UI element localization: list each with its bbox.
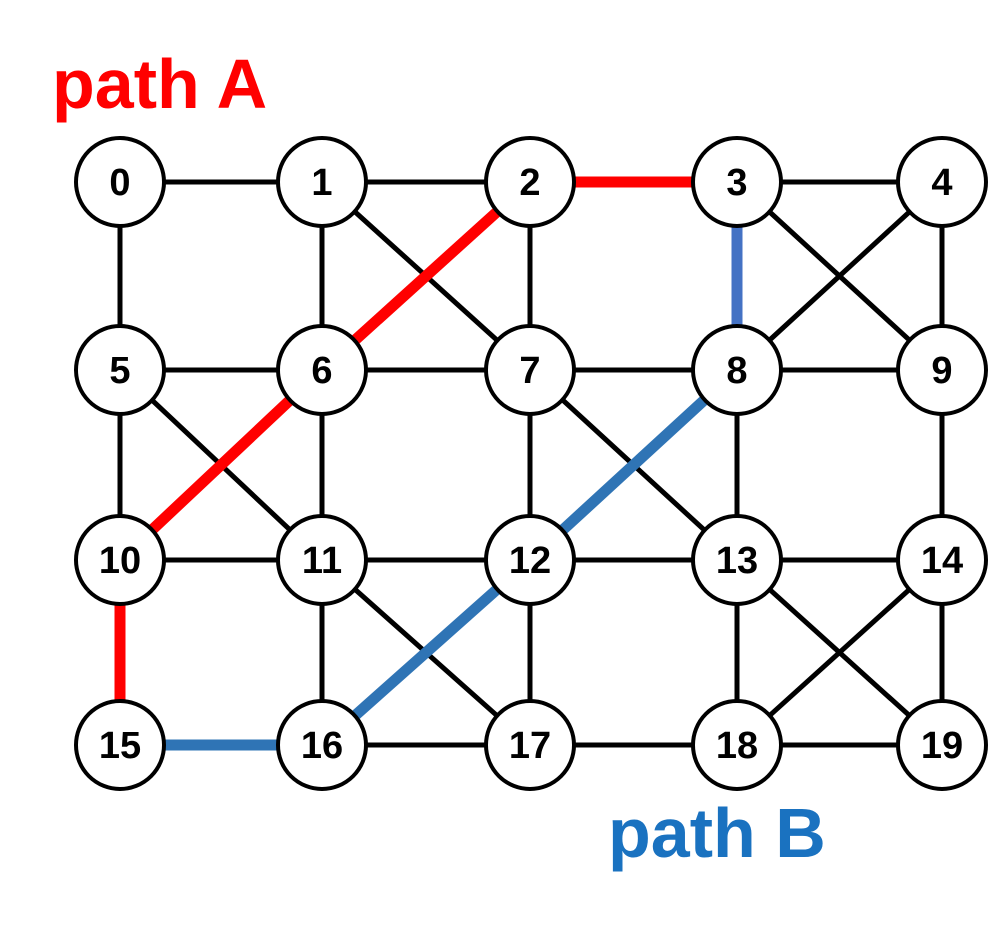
node-label: 17: [509, 725, 551, 767]
node-circle: [896, 514, 988, 606]
node-circle: [276, 136, 368, 228]
node-4: 4: [896, 136, 988, 228]
node-circle: [484, 699, 576, 791]
node-label: 19: [921, 725, 963, 767]
path-a-edge-6-10: [116, 365, 326, 565]
node-label: 3: [726, 162, 747, 204]
node-circle: [691, 514, 783, 606]
node-circle: [691, 136, 783, 228]
node-label: 13: [716, 540, 758, 582]
node-13: 13: [691, 514, 783, 606]
node-circle: [74, 324, 166, 416]
node-14: 14: [896, 514, 988, 606]
graph-edges: [117, 179, 945, 748]
node-0: 0: [74, 136, 166, 228]
node-5: 5: [74, 324, 166, 416]
path-a-title: path A: [52, 45, 267, 123]
node-label: 7: [519, 350, 540, 392]
path-a-edges: [114, 176, 737, 745]
node-label: 9: [931, 350, 952, 392]
node-label: 4: [931, 162, 952, 204]
node-3: 3: [691, 136, 783, 228]
node-label: 10: [99, 540, 141, 582]
node-label: 15: [99, 725, 141, 767]
edge-4-8: [735, 180, 944, 372]
path-b-title: path B: [608, 794, 826, 872]
node-circle: [896, 136, 988, 228]
node-circle: [74, 699, 166, 791]
node-19: 19: [896, 699, 988, 791]
node-circle: [896, 324, 988, 416]
node-10: 10: [74, 514, 166, 606]
node-11: 11: [276, 514, 368, 606]
node-circle: [484, 136, 576, 228]
node-2: 2: [484, 136, 576, 228]
node-circle: [74, 514, 166, 606]
node-1: 1: [276, 136, 368, 228]
node-circle: [896, 699, 988, 791]
node-circle: [74, 136, 166, 228]
node-label: 6: [311, 350, 332, 392]
node-label: 11: [302, 540, 342, 582]
node-15: 15: [74, 699, 166, 791]
node-label: 2: [519, 162, 540, 204]
node-16: 16: [276, 699, 368, 791]
node-label: 12: [509, 540, 551, 582]
node-label: 1: [311, 162, 332, 204]
node-circle: [276, 514, 368, 606]
node-circle: [484, 324, 576, 416]
path-b-edge-8-12: [526, 365, 741, 565]
node-label: 16: [301, 725, 343, 767]
node-12: 12: [484, 514, 576, 606]
path-b-edge-12-16: [318, 555, 534, 750]
node-7: 7: [484, 324, 576, 416]
node-label: 8: [726, 350, 747, 392]
node-circle: [691, 324, 783, 416]
node-label: 0: [109, 162, 130, 204]
node-circle: [276, 699, 368, 791]
node-circle: [484, 514, 576, 606]
node-18: 18: [691, 699, 783, 791]
node-17: 17: [484, 699, 576, 791]
node-circle: [691, 699, 783, 791]
path-a-edge-2-6: [318, 177, 534, 375]
node-6: 6: [276, 324, 368, 416]
node-label: 14: [921, 540, 963, 582]
edge-14-18: [735, 558, 944, 747]
node-9: 9: [896, 324, 988, 416]
node-label: 18: [716, 725, 758, 767]
node-8: 8: [691, 324, 783, 416]
node-circle: [276, 324, 368, 416]
node-label: 5: [109, 350, 130, 392]
